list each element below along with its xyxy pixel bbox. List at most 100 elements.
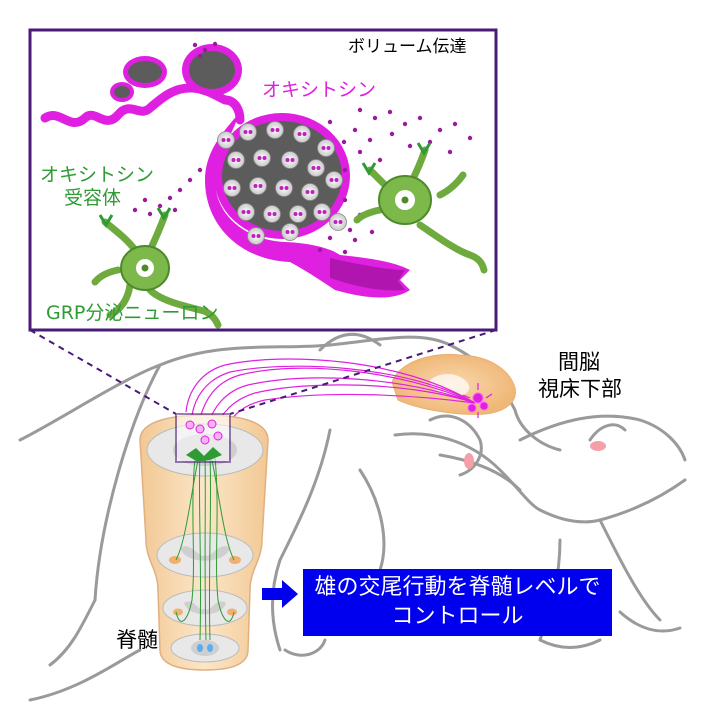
- inset-title: ボリューム伝達: [348, 37, 467, 57]
- vesicle: [247, 227, 265, 245]
- vesicle-content: [290, 230, 295, 234]
- vesicle-content: [290, 158, 295, 162]
- oxytocin-molecule: [197, 167, 203, 173]
- vesicle: [237, 203, 255, 221]
- zoom-connectors: [29, 329, 497, 415]
- vesicle-content: [279, 186, 284, 190]
- vesicle: [313, 203, 331, 221]
- oxytocin-molecule: [142, 197, 148, 203]
- vesicle-content: [333, 220, 338, 224]
- vesicle-content: [267, 212, 272, 216]
- vesicles: [217, 121, 347, 245]
- receptor-label-line2: 受容体: [64, 187, 122, 209]
- oxytocin-molecule: [147, 211, 153, 217]
- oxytocin-molecule: [132, 207, 138, 213]
- vesicle: [266, 121, 284, 139]
- oxytocin-molecule: [197, 53, 203, 59]
- brain-diencephalon: [391, 353, 516, 415]
- oxytocin-molecule: [172, 207, 178, 213]
- oxytocin-molecule: [377, 157, 383, 163]
- vesicle-content: [248, 130, 253, 134]
- vesicle-content: [316, 166, 321, 170]
- oxytocin-molecule: [342, 167, 348, 173]
- oxytocin-molecule: [452, 121, 458, 127]
- conclusion-callout: 雄の交尾行動を脊髄レベルで コントロール: [303, 569, 612, 636]
- vesicle-content: [262, 156, 267, 160]
- vesicle-content: [258, 184, 263, 188]
- rat-eye-front: [590, 441, 606, 451]
- vesicle-content: [241, 210, 246, 214]
- oxytocin-molecule: [417, 115, 423, 121]
- vesicle-content: [317, 210, 322, 214]
- vesicle: [317, 139, 335, 157]
- oxytocin-molecule: [402, 121, 408, 127]
- vesicle: [239, 123, 257, 141]
- vesicle-content: [305, 190, 310, 194]
- vesicle-content: [275, 128, 280, 132]
- oxytocin-molecule: [317, 247, 323, 253]
- vesicle-content: [297, 132, 302, 136]
- vesicle-content: [257, 156, 262, 160]
- vesicle-content: [311, 166, 316, 170]
- vesicle-content: [329, 178, 334, 182]
- vesicle: [275, 179, 293, 197]
- oxytocin-molecule: [347, 227, 353, 233]
- oxytocin-molecule: [467, 135, 473, 141]
- vesicle-content: [321, 146, 326, 150]
- vesicle-content: [256, 234, 261, 238]
- vesicle: [263, 205, 281, 223]
- oxytocin-molecule: [327, 235, 333, 241]
- vesicle: [281, 223, 299, 241]
- vesicle-content: [272, 212, 277, 216]
- hypothalamus-label-line2: 視床下部: [538, 377, 622, 401]
- vesicle-content: [246, 210, 251, 214]
- vesicle: [223, 179, 241, 197]
- vesicle-content: [231, 158, 236, 162]
- oxytocin-molecule: [369, 229, 375, 235]
- oxytocin-molecule: [352, 237, 358, 243]
- oxytocin-molecule: [167, 195, 173, 201]
- oxytocin-molecule: [202, 47, 208, 53]
- vesicle: [227, 151, 245, 169]
- vesicle-content: [253, 184, 258, 188]
- callout-line2: コントロール: [391, 604, 524, 629]
- vesicle: [289, 205, 307, 223]
- grp-neuron-left: [91, 207, 222, 329]
- vesicle: [325, 171, 343, 189]
- vesicle-content: [243, 130, 248, 134]
- rat-outlines: [18, 332, 687, 702]
- vesicle: [293, 125, 311, 143]
- arrow-icon: [262, 580, 298, 608]
- vesicle-content: [334, 178, 339, 182]
- dorsal-horn-detail: [175, 413, 231, 463]
- oxytocin-molecule: [177, 187, 183, 193]
- grp-axons: [175, 454, 235, 641]
- receptor-label-line1: オキシトシン: [40, 164, 155, 186]
- oxytocin-molecule: [367, 137, 373, 143]
- vesicle-content: [284, 186, 289, 190]
- oxytocin-molecule: [187, 177, 193, 183]
- oxytocin-molecule: [352, 127, 358, 133]
- vesicle: [329, 213, 347, 231]
- oxytocin-molecule: [437, 127, 443, 133]
- vesicle: [307, 159, 325, 177]
- oxytocin-molecule: [192, 42, 198, 48]
- oxytocin-label: オキシトシン: [262, 79, 377, 101]
- vesicle: [253, 149, 271, 167]
- oxytocin-molecule: [212, 41, 218, 47]
- vesicle-content: [232, 186, 237, 190]
- oxytocin-molecule: [342, 249, 348, 255]
- oxytocin-molecule: [357, 107, 363, 113]
- vesicle-content: [293, 212, 298, 216]
- vesicle-content: [270, 128, 275, 132]
- oxytocin-molecule: [389, 131, 395, 137]
- oxytocin-molecule: [341, 139, 347, 145]
- oxytocin-molecule: [447, 149, 453, 155]
- oxytocin-molecule: [327, 119, 333, 125]
- vesicle-content: [302, 132, 307, 136]
- vesicle-content: [226, 138, 231, 142]
- vesicle-content: [322, 210, 327, 214]
- vesicle: [301, 183, 319, 201]
